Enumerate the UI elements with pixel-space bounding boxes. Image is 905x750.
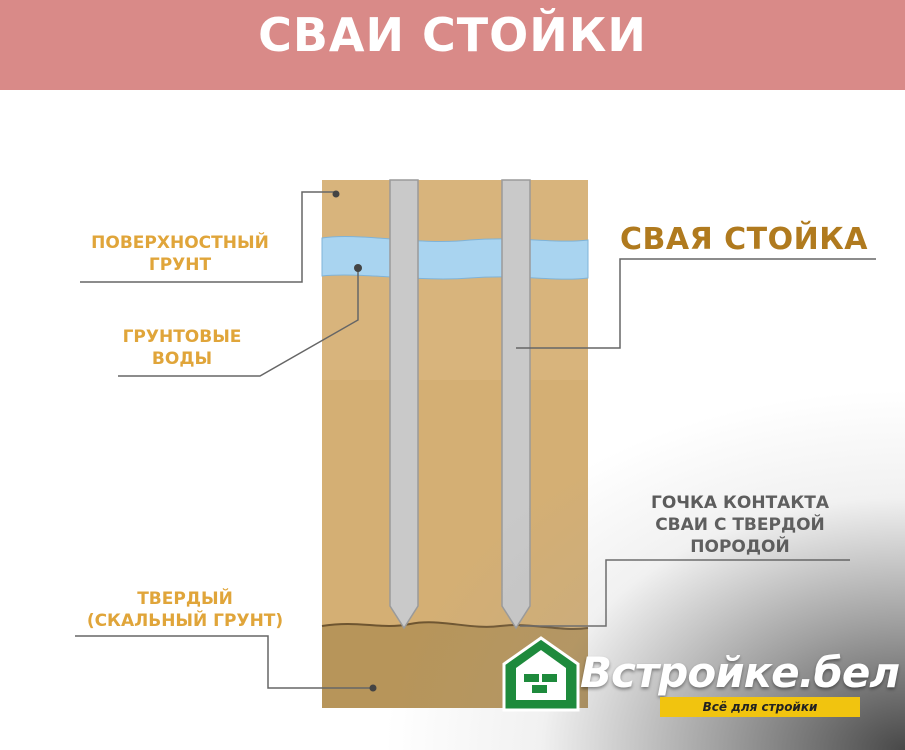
house-bricks-icon: [502, 636, 580, 712]
label-groundwater: ГРУНТОВЫЕ ВОДЫ: [104, 326, 260, 370]
label-contact-point: ГОЧКА КОНТАКТА СВАИ С ТВЕРДОЙ ПОРОДОЙ: [630, 492, 850, 558]
marker-groundwater: [354, 264, 362, 272]
marker-hard-soil: [369, 684, 377, 692]
label-hard-soil: ТВЕРДЫЙ (СКАЛЬНЫЙ ГРУНТ): [75, 588, 295, 632]
soil-gradient: [322, 380, 588, 630]
groundwater-layer: [321, 236, 589, 280]
label-surface-soil-line-1: ПОВЕРХНОСТНЫЙ: [91, 233, 269, 253]
pile-right: [501, 179, 531, 630]
brand-name: Встройке.бел: [580, 648, 900, 697]
label-contact-point-line-2: СВАИ С ТВЕРДОЙ: [655, 515, 825, 535]
label-surface-soil: ПОВЕРХНОСТНЫЙ ГРУНТ: [80, 232, 280, 276]
label-contact-point-line-3: ПОРОДОЙ: [690, 537, 790, 557]
label-pile: СВАЯ СТОЙКА: [620, 222, 868, 257]
label-contact-point-line-1: ГОЧКА КОНТАКТА: [651, 493, 829, 513]
brand-tagline: Всё для стройки: [702, 700, 818, 714]
marker-surface-soil: [332, 190, 340, 198]
label-hard-soil-line-1: ТВЕРДЫЙ: [137, 589, 233, 609]
label-groundwater-line-1: ГРУНТОВЫЕ: [122, 327, 242, 347]
pile-left: [389, 179, 419, 630]
label-surface-soil-line-2: ГРУНТ: [148, 255, 212, 275]
label-hard-soil-line-2: (СКАЛЬНЫЙ ГРУНТ): [86, 611, 284, 631]
tagline-bar: [660, 697, 860, 717]
label-groundwater-line-2: ВОДЫ: [151, 349, 213, 369]
